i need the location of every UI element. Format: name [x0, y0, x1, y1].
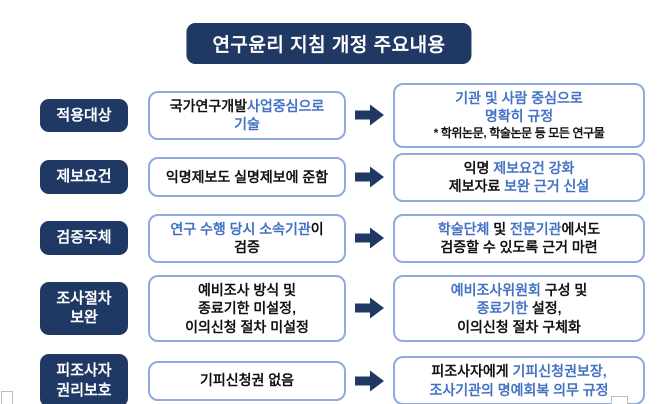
row-1-arrow-zone: [346, 103, 393, 127]
before-segment: 이의신청 절차 미설정: [185, 318, 309, 335]
before-segment: 검증: [234, 239, 260, 256]
after-line: * 학위논문, 학술논문 등 모든 연구물: [401, 126, 637, 142]
row-2-arrow-zone: [346, 165, 393, 189]
before-line: 이의신청 절차 미설정: [156, 318, 338, 336]
after-line: 익명 제보요건 강화: [401, 159, 637, 177]
after-segment: 제보자료: [448, 178, 505, 195]
after-segment: 조사기관의 명예회복 의무 규정: [429, 381, 609, 398]
row-4-arrow-zone: [346, 296, 393, 320]
before-line: 종료기한 미설정,: [156, 299, 338, 317]
category-label-line: 제보요건: [56, 168, 112, 186]
after-segment: 보완 근거 신설: [504, 178, 590, 195]
row-5-before-box: 기피신청권 없음: [148, 360, 346, 401]
page-title: 연구윤리 지침 개정 주요내용: [186, 23, 472, 64]
after-segment: * 학위논문, 학술논문 등 모든 연구물: [433, 125, 605, 140]
after-segment: 이의신청 절차 구체화: [457, 318, 581, 335]
after-segment: 기피신청권보장,: [512, 363, 607, 380]
after-segment: 에서도: [561, 220, 601, 237]
after-segment: 피조사자에게: [431, 363, 513, 380]
before-segment: 예비조사 방식 및: [198, 281, 296, 298]
category-label-line: 적용대상: [56, 106, 112, 124]
row-5-after-box: 피조사자에게 기피신청권보장,조사기관의 명예회복 의무 규정: [393, 356, 645, 404]
after-line: 제보자료 보완 근거 신설: [401, 177, 637, 195]
after-line: 이의신청 절차 구체화: [401, 318, 637, 336]
after-line: 조사기관의 명예회복 의무 규정: [401, 381, 637, 399]
row-3-arrow-zone: [346, 226, 393, 250]
category-label-line: 피조사자: [56, 362, 112, 380]
corner-artifact-left: [1, 391, 13, 404]
before-line: 예비조사 방식 및: [156, 281, 338, 299]
row-5-arrow-zone: [346, 369, 393, 393]
before-segment: 이: [310, 220, 324, 237]
after-line: 종료기한 설정,: [401, 299, 637, 317]
arrow-right-icon: [354, 370, 384, 392]
after-segment: 예비조사위원회: [450, 281, 541, 298]
before-segment: 연구 수행 당시 소속기관: [170, 220, 311, 237]
row-1-category-label: 적용대상: [40, 98, 128, 133]
after-line: 학술단체 및 전문기관에서도: [401, 220, 637, 238]
after-segment: 익명: [463, 159, 494, 176]
after-segment: 학술단체: [437, 220, 490, 237]
before-line: 익명제보도 실명제보에 준함: [156, 168, 338, 186]
arrow-right-icon: [354, 297, 384, 319]
before-segment: 종료기한 미설정,: [198, 300, 296, 317]
after-segment: 검증할 수 있도록 근거 마련: [440, 239, 598, 256]
category-label-line: 검증주체: [56, 229, 112, 247]
after-segment: 명확히 규정: [484, 108, 554, 125]
arrow-right-icon: [354, 104, 384, 126]
after-segment: 구성 및: [540, 281, 588, 298]
row-2-before-box: 익명제보도 실명제보에 준함: [148, 157, 346, 198]
arrow-right-icon: [354, 227, 384, 249]
category-label-line: 보완: [70, 309, 98, 327]
before-segment: 기피신청권 없음: [199, 372, 295, 389]
after-line: 기관 및 사람 중심으로: [401, 89, 637, 107]
after-segment: 및: [489, 220, 511, 237]
after-segment: 전문기관: [510, 220, 562, 237]
before-line: 국가연구개발사업중심으로: [156, 97, 338, 115]
after-segment: 설정,: [527, 300, 562, 317]
arrow-right-icon: [354, 166, 384, 188]
before-segment: 기술: [234, 116, 260, 133]
before-line: 기피신청권 없음: [156, 371, 338, 389]
before-line: 연구 수행 당시 소속기관이: [156, 220, 338, 238]
category-label-line: 권리보호: [56, 381, 112, 399]
corner-artifact-right: [611, 396, 628, 404]
row-2-category-label: 제보요건: [40, 160, 128, 194]
row-3-category-label: 검증주체: [40, 221, 128, 255]
category-label-line: 조사절차: [56, 289, 112, 307]
before-segment: 사업중심으로: [247, 97, 325, 114]
before-line: 검증: [156, 238, 338, 256]
before-line: 기술: [156, 115, 338, 133]
before-segment: 국가연구개발: [169, 97, 247, 114]
after-line: 명확히 규정: [401, 107, 637, 125]
after-line: 예비조사위원회 구성 및: [401, 281, 637, 299]
after-segment: 기관 및 사람 중심으로: [455, 90, 583, 106]
after-segment: 종료기한: [476, 300, 528, 317]
after-line: 피조사자에게 기피신청권보장,: [401, 362, 637, 380]
before-segment: 익명제보도 실명제보에 준함: [165, 169, 329, 185]
after-segment: 제보요건 강화: [493, 159, 575, 176]
after-line: 검증할 수 있도록 근거 마련: [401, 238, 637, 256]
